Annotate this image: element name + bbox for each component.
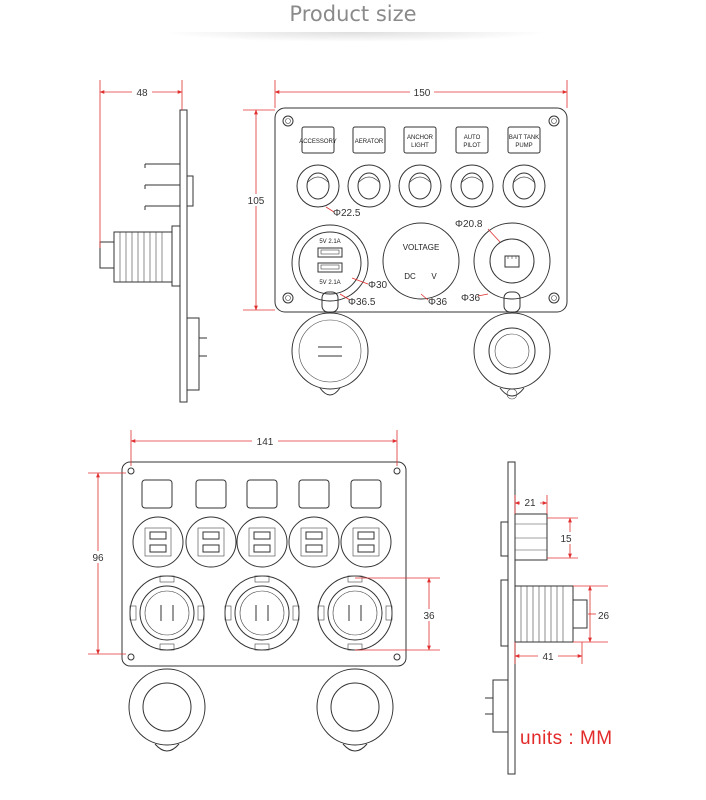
- switch-label-2: AERATOR: [352, 126, 386, 154]
- svg-text:ANCHOR: ANCHOR: [407, 135, 434, 141]
- dim-socket-26: 26: [598, 611, 610, 622]
- rocker-switch-2: [347, 164, 391, 208]
- back-caps: [128, 668, 394, 752]
- dim-switch-depth-21: 21: [524, 498, 536, 509]
- callout-usb-outer: Φ36.5: [348, 297, 376, 308]
- svg-text:AERATOR: AERATOR: [355, 139, 384, 145]
- switch-label-4: AUTO PILOT: [455, 126, 489, 154]
- dim-switch-height-15: 15: [560, 534, 572, 545]
- dim-depth-48: 48: [136, 88, 148, 99]
- socket-cap: [473, 291, 551, 400]
- usb-thread: [119, 232, 163, 282]
- side-view-top: 48: [99, 80, 207, 403]
- dim-height-105: 105: [248, 196, 265, 207]
- dim-socket-depth-41: 41: [542, 652, 554, 663]
- callout-switch-hole: Φ22.5: [333, 208, 361, 219]
- dim-back-height-96: 96: [92, 553, 104, 564]
- dim-socket-dia-36: 36: [423, 611, 435, 622]
- rocker-switch-4: [450, 164, 494, 208]
- switch-back-row: [132, 516, 392, 568]
- power-socket: [473, 222, 551, 300]
- switch-label-1: ACCESSORY: [299, 126, 337, 154]
- svg-text:V: V: [431, 272, 437, 281]
- socket-back-row: [129, 575, 393, 651]
- svg-text:5V 2.1A: 5V 2.1A: [319, 239, 340, 245]
- rocker-switch-3: [398, 164, 442, 208]
- usb-charger: 5V 2.1A 5V 2.1A: [291, 224, 369, 302]
- rocker-switch-1: [296, 164, 340, 208]
- svg-text:AUTO: AUTO: [464, 135, 481, 141]
- page-title: Product size: [289, 2, 417, 26]
- svg-text:VOLTAGE: VOLTAGE: [403, 243, 440, 252]
- rocker-switch-5: [502, 164, 546, 208]
- switch-label-5: BAIT TANK PUMP: [507, 126, 541, 154]
- callout-usb-inner: Φ30: [368, 280, 388, 291]
- svg-text:DC: DC: [404, 272, 416, 281]
- socket-thread: [520, 586, 564, 642]
- usb-cap: [291, 291, 369, 396]
- switch-label-3: ANCHOR LIGHT: [403, 126, 437, 154]
- dim-back-width-141: 141: [257, 437, 274, 448]
- front-view: ACCESSORY AERATOR ANCHOR LIGHT AUTO PILO…: [243, 80, 568, 400]
- units-label: units : MM: [520, 728, 613, 749]
- side-view-bottom: 21 15 26 41: [485, 461, 610, 775]
- title-underline-shadow: [160, 32, 550, 42]
- dim-width-150: 150: [414, 88, 431, 99]
- svg-text:PILOT: PILOT: [463, 143, 481, 149]
- voltmeter: VOLTAGE DC V: [382, 222, 460, 300]
- callout-voltmeter: Φ36: [428, 297, 448, 308]
- svg-text:LIGHT: LIGHT: [411, 143, 429, 149]
- svg-text:PUMP: PUMP: [515, 143, 532, 149]
- svg-text:BAIT TANK: BAIT TANK: [509, 135, 539, 141]
- callout-socket-inner: Φ20.8: [455, 219, 483, 230]
- svg-text:5V 2.1A: 5V 2.1A: [319, 280, 340, 286]
- back-view: 141 96 36: [88, 430, 440, 752]
- svg-text:ACCESSORY: ACCESSORY: [299, 139, 337, 145]
- callout-socket-outer: Φ36: [461, 293, 481, 304]
